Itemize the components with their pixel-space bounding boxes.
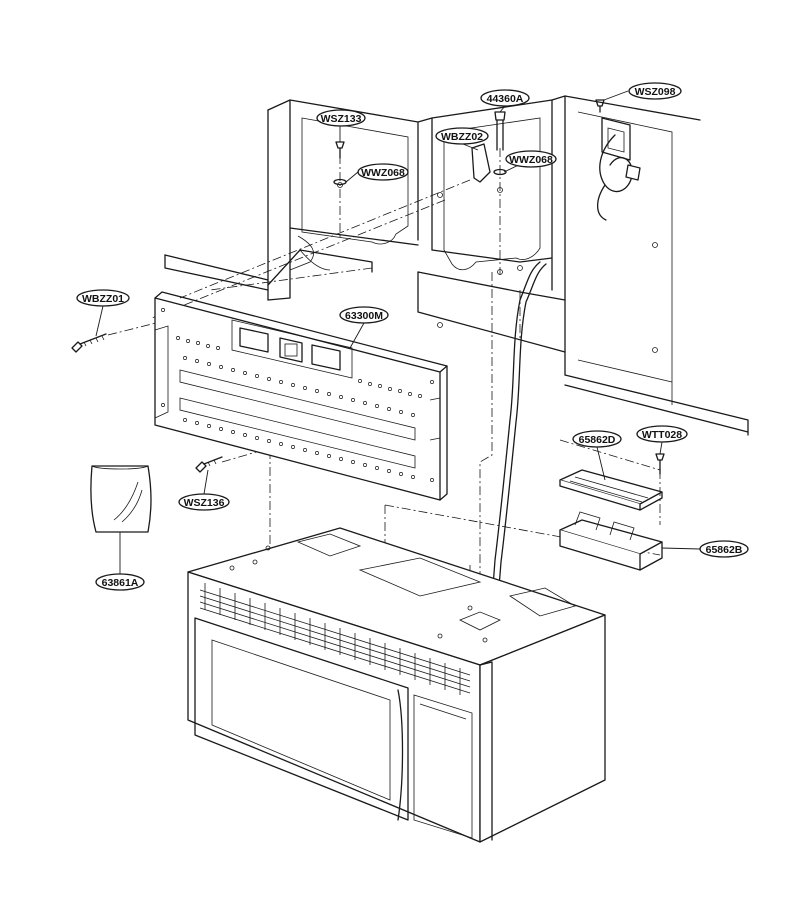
label-wsz098: WSZ098 (628, 82, 682, 100)
microwave-oven (187, 527, 606, 843)
mounting-plate (154, 291, 448, 501)
label-wsz098-text: WSZ098 (635, 86, 676, 98)
label-65862b: 65862B (699, 540, 749, 558)
label-65862d: 65862D (572, 430, 622, 448)
label-wsz136: WSZ136 (178, 493, 230, 511)
label-wwz068-left: WWZ068 (357, 163, 409, 181)
label-44360a: 44360A (480, 89, 530, 107)
label-wtt028-text: WTT028 (642, 429, 682, 441)
label-wbzz01-text: WBZZ01 (82, 293, 124, 305)
label-wwz068-right: WWZ068 (505, 150, 557, 168)
label-44360a-text: 44360A (487, 93, 524, 105)
label-wtt028: WTT028 (636, 425, 688, 443)
label-65862d-text: 65862D (579, 434, 616, 446)
label-63300m-text: 63300M (345, 310, 383, 322)
filter-bag (90, 465, 152, 533)
label-wbzz02-text: WBZZ02 (441, 131, 483, 143)
label-wsz136-text: WSZ136 (184, 497, 225, 509)
outlet-and-power-cord (491, 117, 641, 601)
label-wsz133: WSZ133 (316, 109, 366, 127)
label-63861a: 63861A (95, 573, 145, 591)
fasteners (71, 99, 665, 475)
grease-filter (559, 469, 663, 511)
label-63300m: 63300M (339, 306, 389, 324)
label-wwz068-right-text: WWZ068 (509, 154, 553, 166)
label-65862b-text: 65862B (706, 544, 743, 556)
upper-cabinets (164, 95, 749, 436)
filter-bracket (559, 511, 663, 571)
label-wwz068-left-text: WWZ068 (361, 167, 405, 179)
label-63861a-text: 63861A (102, 577, 139, 589)
label-wbzz01: WBZZ01 (76, 289, 130, 307)
label-wbzz02: WBZZ02 (435, 127, 489, 145)
label-wsz133-text: WSZ133 (321, 113, 362, 125)
vent-grille (199, 583, 471, 695)
